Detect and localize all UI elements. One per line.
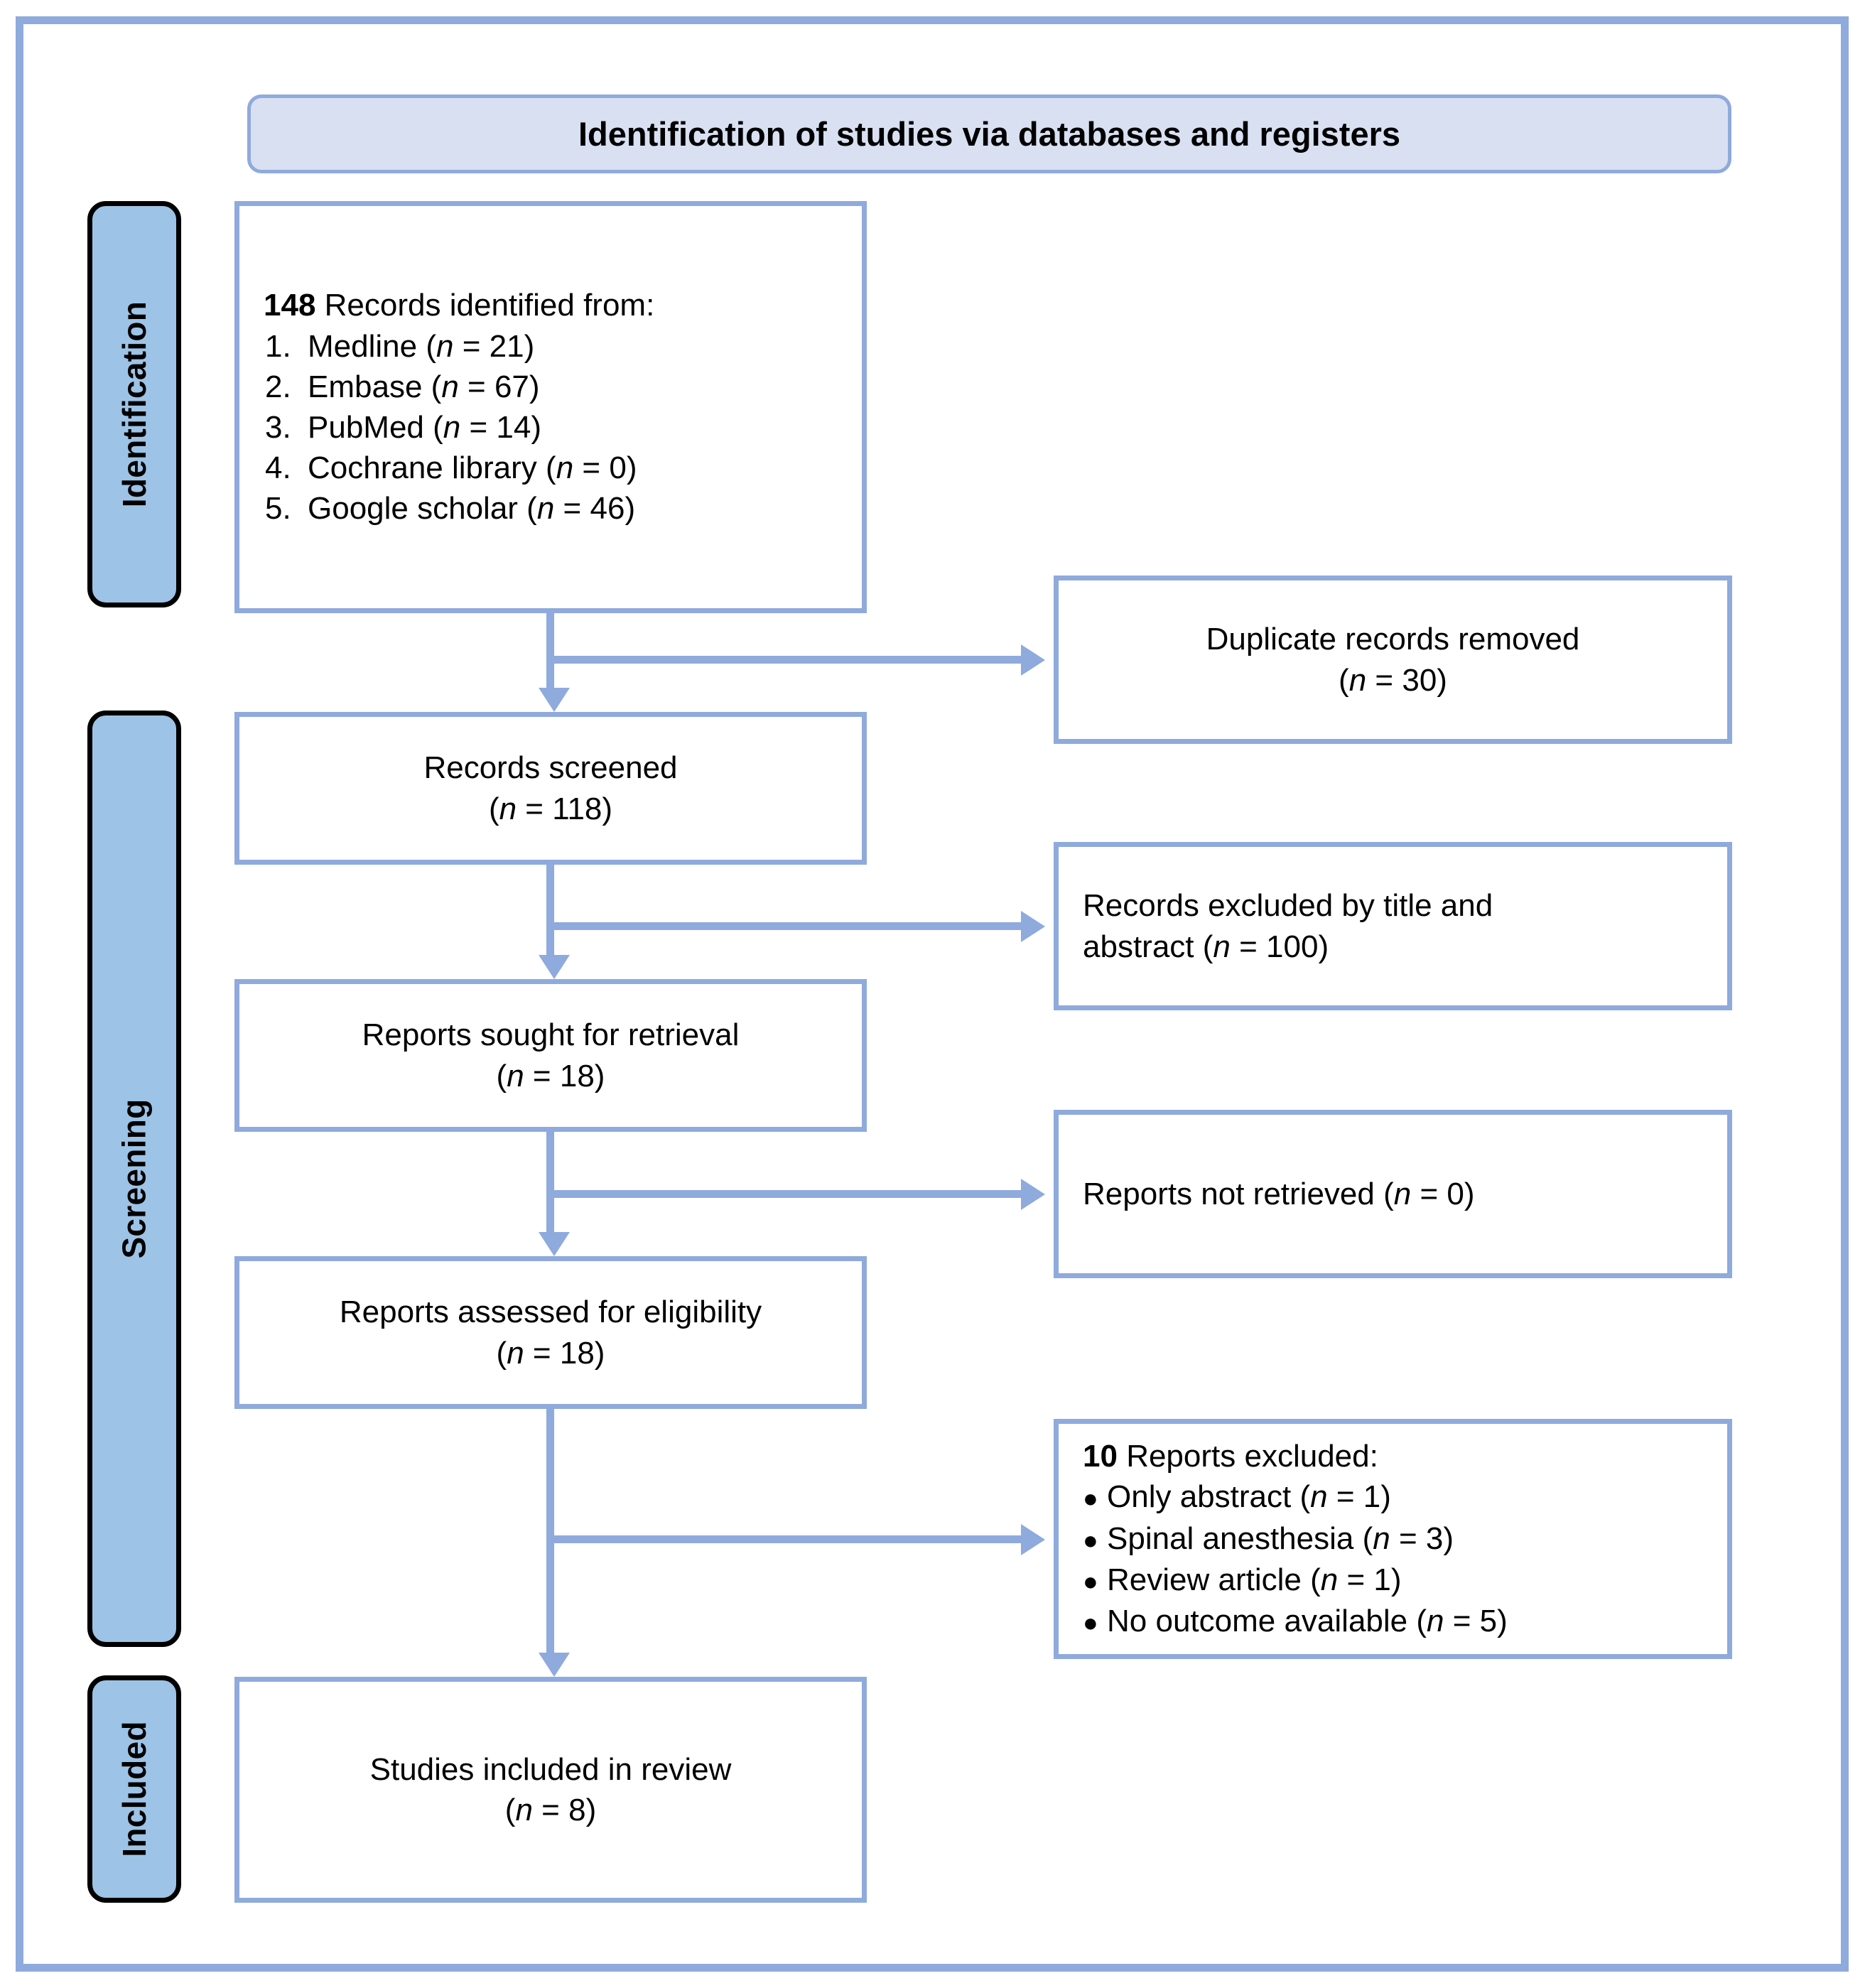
connector-screened-to-sought <box>546 865 554 955</box>
arrow-down-icon <box>539 955 570 979</box>
exclusion-count: (n = 5) <box>1407 1603 1508 1638</box>
box-reports-excluded: 10 Reports excluded: ● Only abstract (n … <box>1054 1419 1732 1659</box>
source-name: Medline <box>308 328 418 364</box>
source-count: (n = 21) <box>417 328 535 364</box>
records-excluded-line2: abstract (n = 100) <box>1083 929 1329 964</box>
records-screened-label: Records screened <box>423 750 678 786</box>
duplicates-count: (n = 30) <box>1339 662 1447 698</box>
list-item: 4. Cochrane library (n = 0) <box>265 448 637 488</box>
records-identified-count: 148 <box>264 288 316 323</box>
bullet-icon: ● <box>1083 1525 1098 1555</box>
source-number: 5. <box>265 491 291 526</box>
arrow-right-icon <box>1021 1524 1045 1555</box>
stage-label-screening: Screening <box>87 711 181 1647</box>
connector-branch-to-not-retrieved <box>546 1190 1021 1198</box>
source-number: 1. <box>265 328 291 364</box>
exclusion-reason: No outcome available <box>1107 1603 1408 1638</box>
list-item: ● Spinal anesthesia (n = 3) <box>1083 1518 1508 1560</box>
source-count: (n = 67) <box>422 369 540 404</box>
exclusion-reason: Only abstract <box>1107 1479 1292 1515</box>
arrow-right-icon <box>1021 644 1045 676</box>
arrow-right-icon <box>1021 1179 1045 1210</box>
connector-eligibility-to-included <box>546 1409 554 1653</box>
stage-label-identification: Identification <box>87 201 181 607</box>
stage-label-screening-text: Screening <box>116 1098 153 1259</box>
box-records-screened: Records screened (n = 118) <box>234 712 867 865</box>
records-screened-count: (n = 118) <box>488 791 613 826</box>
source-number: 4. <box>265 450 291 486</box>
reports-assessed-count: (n = 18) <box>496 1335 605 1371</box>
source-number: 3. <box>265 410 291 445</box>
list-item: ● Only abstract (n = 1) <box>1083 1476 1508 1518</box>
box-duplicate-records-removed: Duplicate records removed (n = 30) <box>1054 576 1732 744</box>
exclusion-count: (n = 1) <box>1301 1562 1402 1597</box>
bullet-icon: ● <box>1083 1607 1098 1637</box>
source-number: 2. <box>265 369 291 404</box>
box-reports-sought-for-retrieval: Reports sought for retrieval (n = 18) <box>234 979 867 1132</box>
reports-not-retrieved-label: Reports not retrieved (n = 0) <box>1083 1176 1475 1211</box>
list-item: 3. PubMed (n = 14) <box>265 407 637 448</box>
box-reports-not-retrieved: Reports not retrieved (n = 0) <box>1054 1110 1732 1278</box>
connector-branch-to-reports-excluded <box>546 1535 1021 1543</box>
stage-label-identification-text: Identification <box>116 301 153 508</box>
list-item: 1. Medline (n = 21) <box>265 326 637 367</box>
studies-included-label: Studies included in review <box>369 1751 732 1787</box>
reports-excluded-reason-list: ● Only abstract (n = 1) ● Spinal anesthe… <box>1059 1476 1508 1641</box>
records-identified-heading-text: Records identified from: <box>324 288 655 323</box>
records-identified-heading: 148 Records identified from: <box>239 285 654 325</box>
duplicates-label: Duplicate records removed <box>1206 622 1580 657</box>
list-item: 2. Embase (n = 67) <box>265 367 637 407</box>
connector-sought-to-eligibility <box>546 1132 554 1232</box>
box-reports-assessed-for-eligibility: Reports assessed for eligibility (n = 18… <box>234 1256 867 1409</box>
source-count: (n = 46) <box>517 491 636 526</box>
stage-label-included: Included <box>87 1675 181 1903</box>
box-records-excluded-title-abstract: Records excluded by title and abstract (… <box>1054 842 1732 1010</box>
source-name: Google scholar <box>308 491 518 526</box>
exclusion-reason: Review article <box>1107 1562 1302 1597</box>
stage-label-included-text: Included <box>116 1721 153 1857</box>
reports-excluded-heading: 10 Reports excluded: <box>1059 1436 1378 1476</box>
source-name: PubMed <box>308 410 424 445</box>
exclusion-count: (n = 3) <box>1353 1520 1454 1556</box>
list-item: ● Review article (n = 1) <box>1083 1560 1508 1601</box>
source-count: (n = 14) <box>423 410 542 445</box>
arrow-down-icon <box>539 1232 570 1256</box>
reports-sought-count: (n = 18) <box>496 1058 605 1093</box>
studies-included-count: (n = 8) <box>504 1793 597 1827</box>
list-item: ● No outcome available (n = 5) <box>1083 1601 1508 1642</box>
diagram-banner: Identification of studies via databases … <box>247 94 1731 173</box>
records-excluded-line1: Records excluded by title and <box>1083 888 1493 924</box>
exclusion-count: (n = 1) <box>1291 1479 1391 1515</box>
box-studies-included-in-review: Studies included in review (n = 8) <box>234 1677 867 1903</box>
arrow-down-icon <box>539 1653 570 1677</box>
reports-excluded-heading-text: Reports excluded: <box>1126 1439 1378 1474</box>
arrow-down-icon <box>539 688 570 712</box>
list-item: 5. Google scholar (n = 46) <box>265 488 637 529</box>
bullet-icon: ● <box>1083 1566 1098 1596</box>
source-count: (n = 0) <box>536 450 637 486</box>
source-name: Cochrane library <box>308 450 537 486</box>
source-name: Embase <box>308 369 423 404</box>
arrow-right-icon <box>1021 911 1045 942</box>
connector-identified-to-screened <box>546 613 554 688</box>
exclusion-reason: Spinal anesthesia <box>1107 1520 1354 1556</box>
box-records-identified: 148 Records identified from: 1. Medline … <box>234 201 867 613</box>
records-identified-source-list: 1. Medline (n = 21) 2. Embase (n = 67) 3… <box>239 326 637 529</box>
connector-branch-to-duplicates <box>546 656 1021 664</box>
reports-sought-label: Reports sought for retrieval <box>362 1017 740 1053</box>
diagram-outer-frame <box>16 16 1849 1972</box>
connector-branch-to-excluded-title <box>546 922 1021 930</box>
reports-assessed-label: Reports assessed for eligibility <box>339 1295 762 1330</box>
bullet-icon: ● <box>1083 1484 1098 1513</box>
reports-excluded-count: 10 <box>1083 1439 1118 1474</box>
banner-title: Identification of studies via databases … <box>578 115 1401 153</box>
